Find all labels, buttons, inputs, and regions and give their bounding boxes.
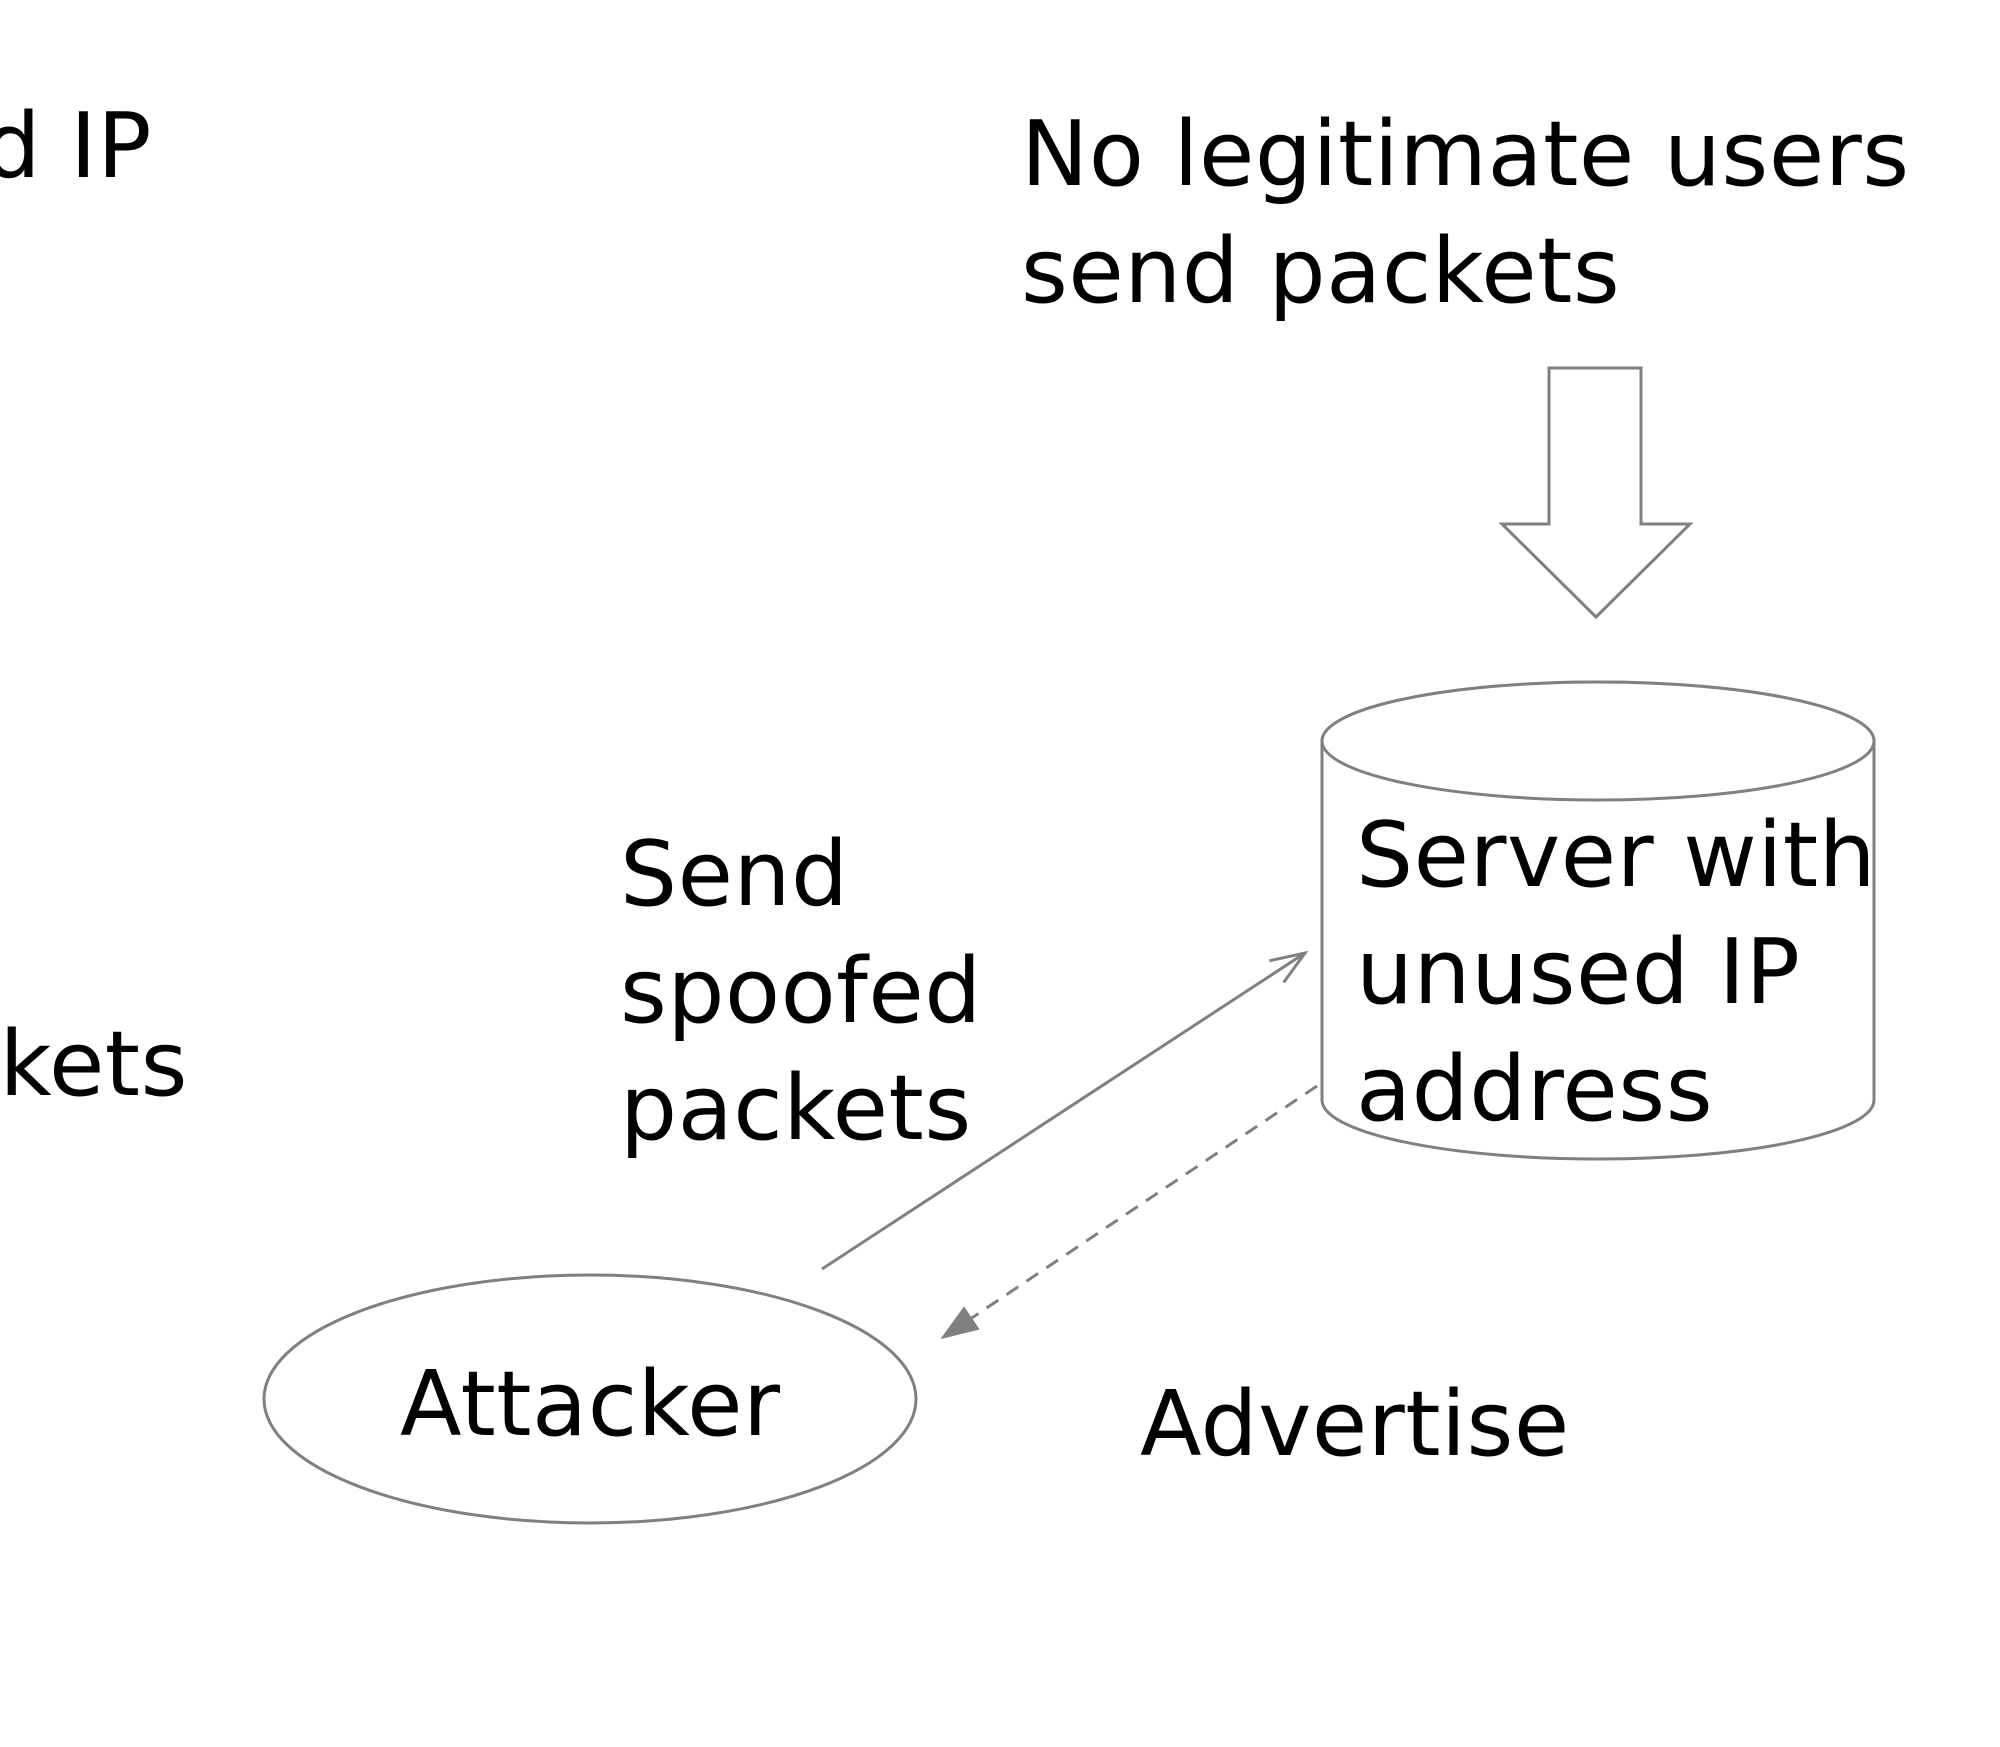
down-block-arrow [1498,366,1694,620]
send-label-line3: packets [620,1056,972,1161]
server-cylinder-top [1320,680,1876,802]
no-legitimate-users-label: No legitimate users send packets [1021,96,1910,330]
attacker-label: Attacker [400,1346,780,1463]
server-label-line1: Server with [1356,803,1877,908]
edge-text-top-left-content: d IP [0,94,152,199]
server-label-line2: unused IP [1356,920,1801,1025]
edge-text-top-left: d IP [0,88,152,205]
send-spoofed-packets-label: Send spoofed packets [620,816,982,1167]
advertise-label: Advertise [1140,1366,1570,1483]
advertise-arrow [940,1084,1318,1340]
no-legitimate-users-line1: No legitimate users [1021,102,1910,207]
attacker-label-text: Attacker [400,1352,781,1457]
server-cylinder-shape [1320,680,1876,1161]
send-label-line2: spoofed [620,939,982,1044]
send-label-line1: Send [620,822,849,927]
advertise-label-text: Advertise [1140,1372,1570,1477]
edge-text-middle-left-content: ckets [0,1012,188,1117]
attacker-ellipse [262,1273,918,1525]
send-arrow [821,953,1305,1271]
server-label: Server with unused IP address [1356,797,1876,1148]
edge-text-middle-left: ckets [0,1006,188,1123]
server-label-line3: address [1356,1037,1714,1142]
no-legitimate-users-line2: send packets [1021,219,1621,324]
